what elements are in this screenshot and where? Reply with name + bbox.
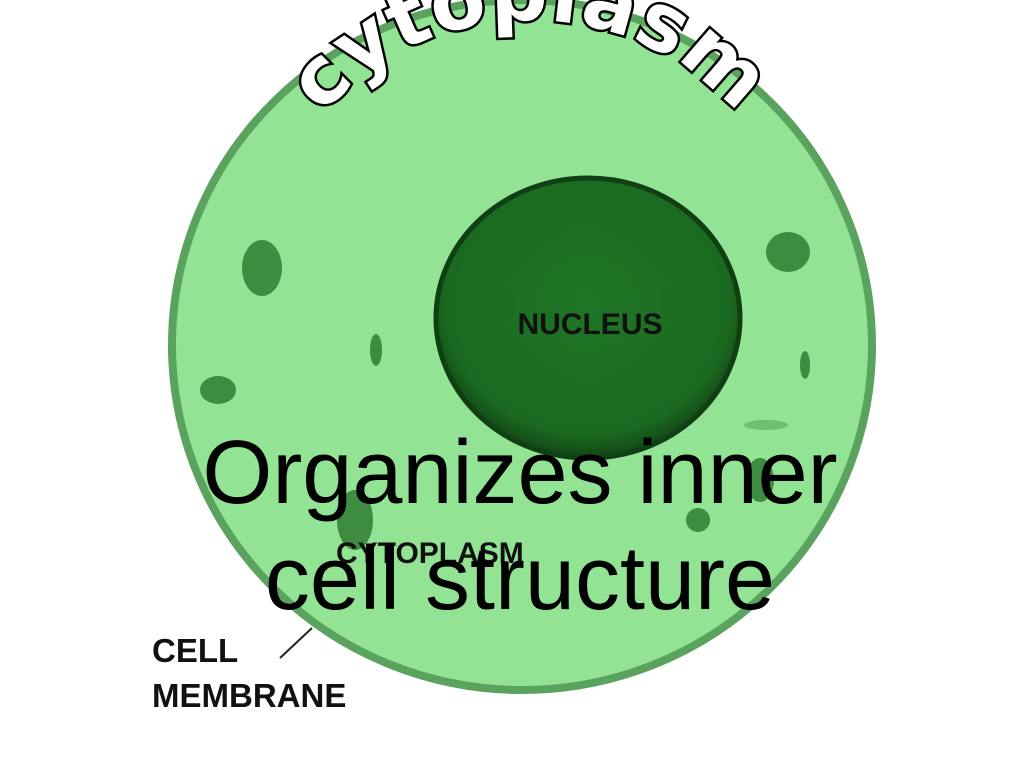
cell-membrane-label-line1: CELL — [152, 632, 238, 669]
organelle-right-mid — [746, 458, 774, 502]
organelle-left-thin — [370, 334, 382, 366]
membrane-pointer-line — [279, 627, 313, 659]
organelle-right-thin — [800, 351, 810, 379]
cell-membrane-label-line2: MEMBRANE — [152, 677, 346, 714]
organelle-left-large — [242, 240, 282, 296]
organelle-right-dash — [744, 420, 788, 430]
cytoplasm-label: CYTOPLASM — [336, 537, 524, 570]
caption-line-1: Organizes inner — [202, 423, 838, 523]
organelle-bottom-left — [337, 490, 373, 550]
organelle-right-top — [766, 232, 810, 272]
caption: Organizes inner cell structure — [120, 420, 920, 632]
caption-line-2: cell structure — [264, 529, 776, 629]
organelle-left-small — [200, 376, 236, 404]
organelle-right-bottom — [686, 508, 710, 532]
nucleus-label: NUCLEUS — [517, 308, 662, 341]
nucleus — [433, 175, 743, 461]
